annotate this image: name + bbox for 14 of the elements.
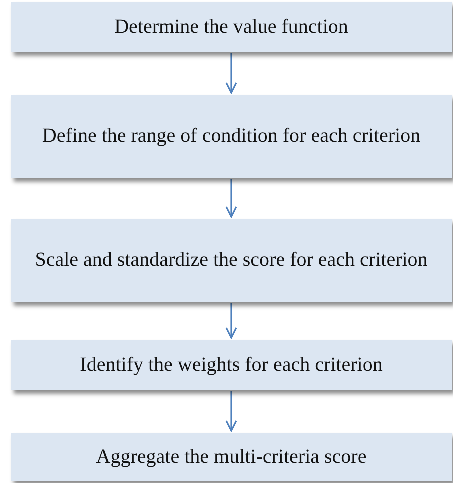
step-text: Determine the value function	[114, 14, 348, 40]
step-text: Aggregate the multi-criteria score	[96, 444, 367, 470]
arrow	[226, 391, 238, 432]
process-box	[11, 433, 452, 481]
process-box	[11, 2, 452, 52]
step-text: Scale and standardize the score for each criterion	[35, 248, 428, 273]
process-box	[11, 340, 452, 390]
arrow	[226, 179, 238, 218]
step-text: Identify the weights for each criterion	[80, 352, 383, 378]
step-text: Define the range of condition for each criterion	[42, 124, 421, 149]
process-box	[11, 95, 452, 178]
arrow	[226, 53, 238, 94]
arrow	[226, 303, 238, 339]
process-box	[11, 219, 452, 302]
